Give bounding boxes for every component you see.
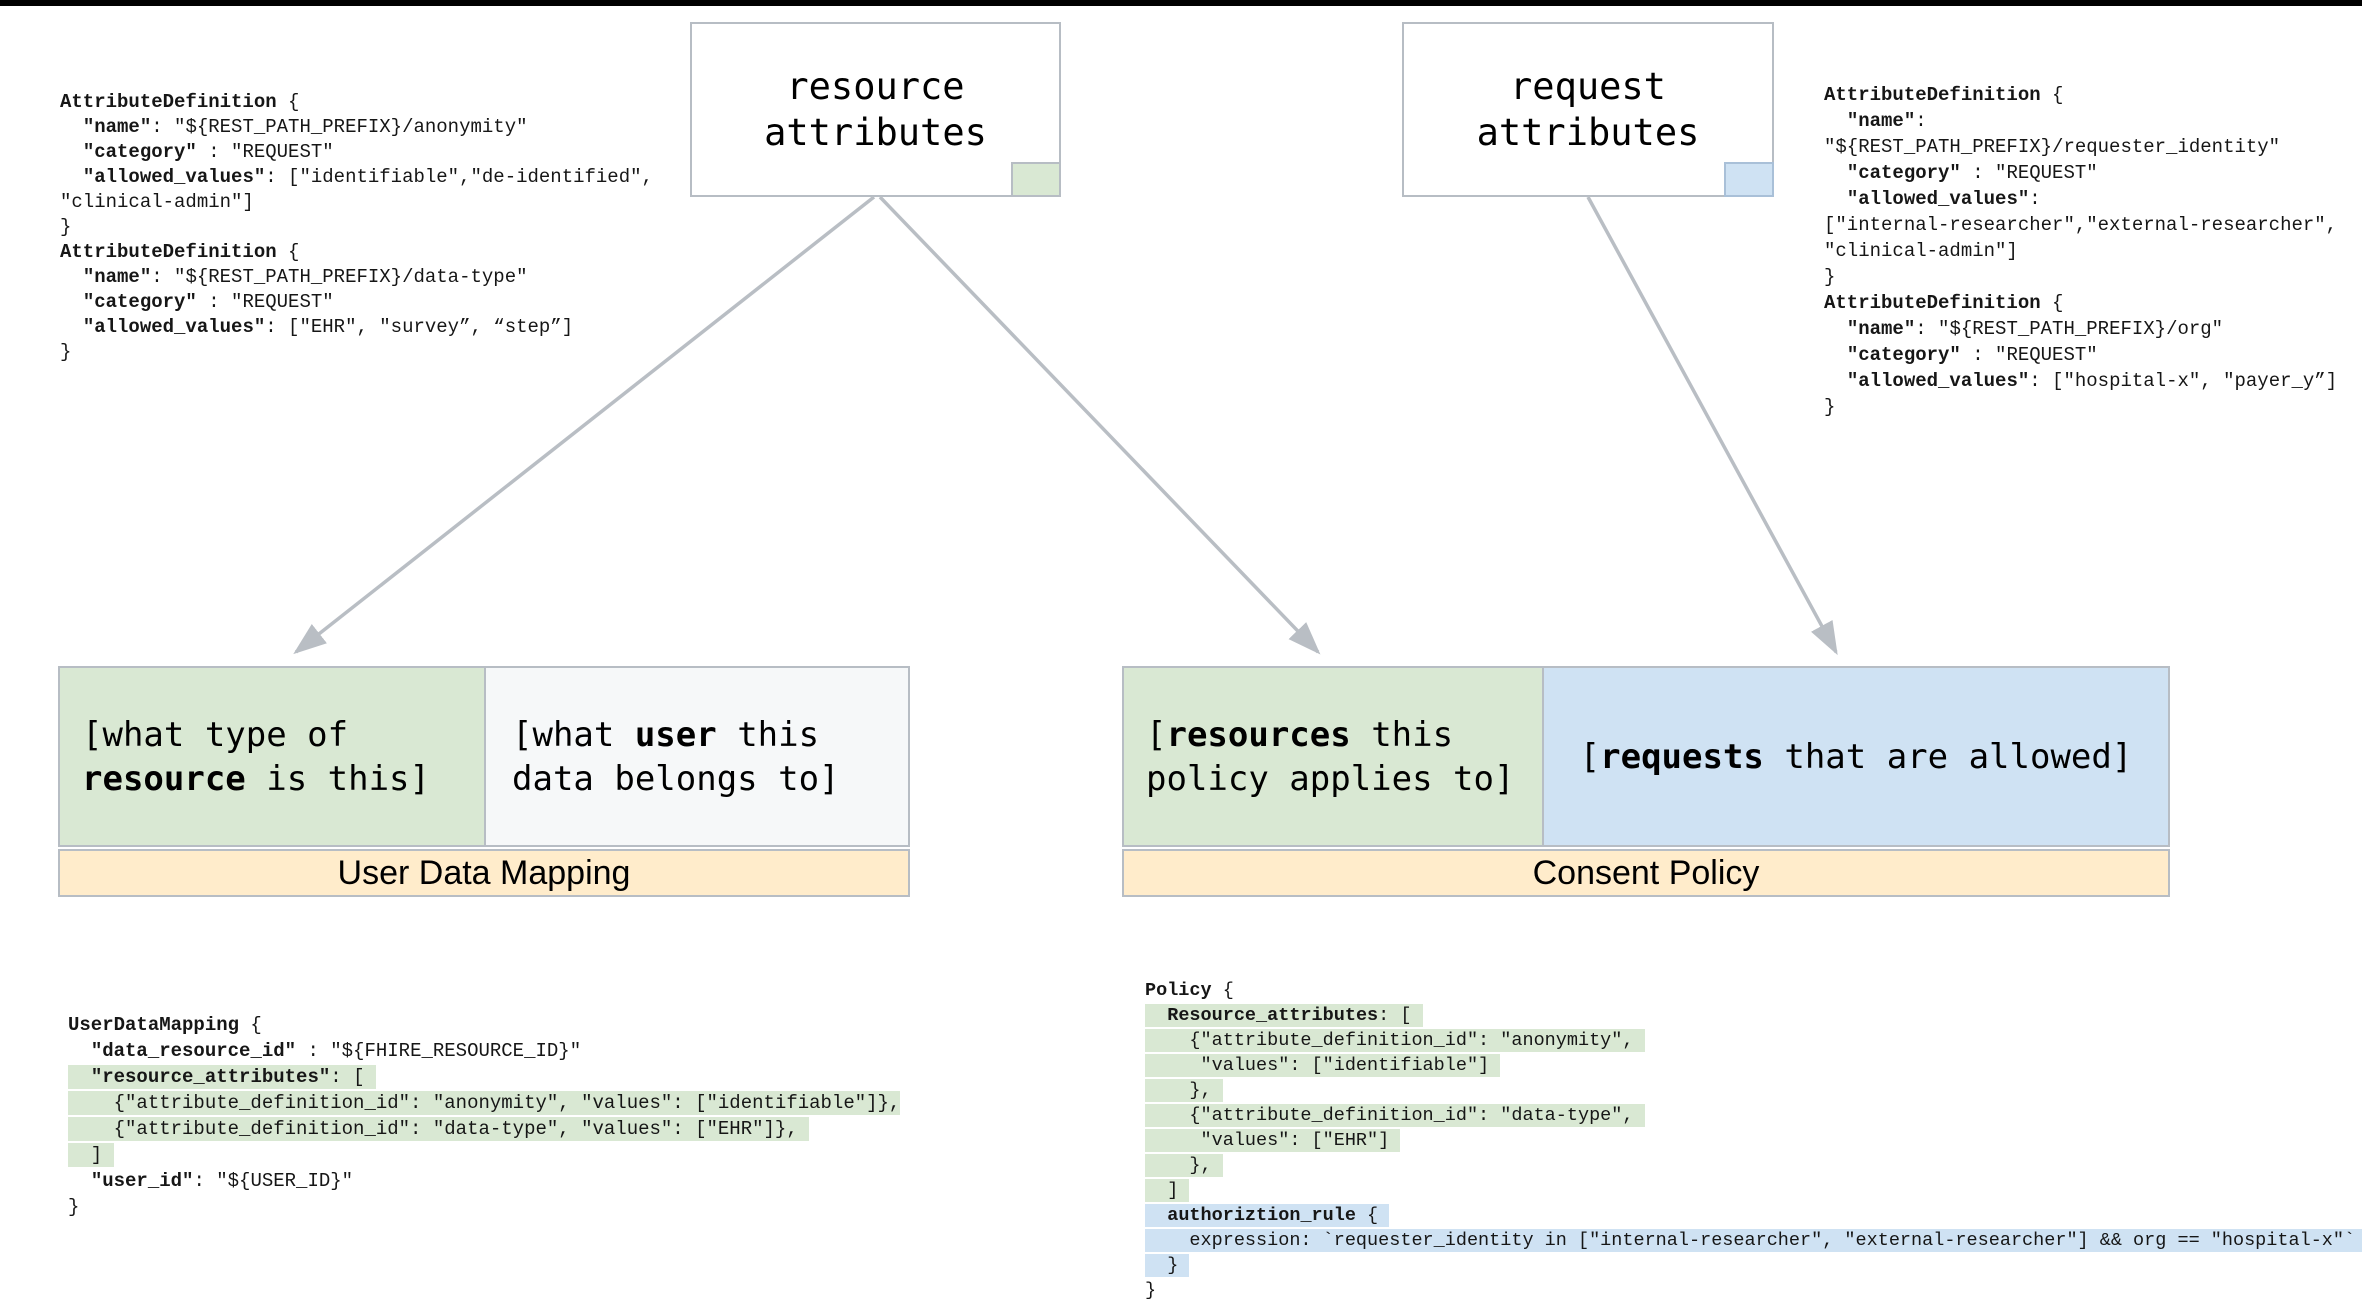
request-attributes-node-label: request attributes	[1476, 64, 1700, 154]
consent-policy-group: [resources this policy applies to] [requ…	[1122, 666, 2170, 897]
policy-requests-cell-text: [requests that are allowed]	[1579, 736, 2133, 777]
resource-attribute-definitions-code: AttributeDefinition { "name": "${REST_PA…	[60, 91, 653, 363]
resource-attributes-node: resource attributes	[690, 22, 1061, 197]
arrow-resource-to-policy-icon	[878, 195, 1321, 655]
user-data-mapping-group: [what type of resource is this] [what us…	[58, 666, 910, 897]
user-data-mapping-cells: [what type of resource is this] [what us…	[58, 666, 910, 847]
resource-green-swatch-icon	[1011, 162, 1061, 197]
policy-requests-cell: [requests that are allowed]	[1542, 668, 2168, 845]
policy-resources-cell: [resources this policy applies to]	[1124, 668, 1542, 845]
consent-policy-title-bar: Consent Policy	[1122, 849, 2170, 897]
policy-resources-cell-text: [resources this policy applies to]	[1146, 714, 1515, 799]
resource-attributes-node-label: resource attributes	[764, 64, 987, 154]
arrow-request-to-policy-icon	[1586, 196, 1838, 656]
consent-policy-code: Policy { Resource_attributes: [ {"attrib…	[1145, 978, 2362, 1303]
mapping-resource-attributes-cell: [what type of resource is this]	[60, 668, 484, 845]
user-data-mapping-title-bar: User Data Mapping	[58, 849, 910, 897]
request-blue-swatch-icon	[1724, 162, 1774, 197]
mapping-user-cell-text: [what user this data belongs to]	[512, 714, 840, 799]
mapping-resource-attributes-cell-text: [what type of resource is this]	[82, 714, 430, 799]
request-attribute-definitions-code: AttributeDefinition { "name":"${REST_PAT…	[1824, 84, 2338, 418]
request-attributes-node: request attributes	[1402, 22, 1774, 197]
mapping-user-cell: [what user this data belongs to]	[484, 668, 908, 845]
top-border-bar	[0, 0, 2362, 6]
user-data-mapping-code: UserDataMapping { "data_resource_id" : "…	[68, 1014, 901, 1218]
consent-policy-cells: [resources this policy applies to] [requ…	[1122, 666, 2170, 847]
